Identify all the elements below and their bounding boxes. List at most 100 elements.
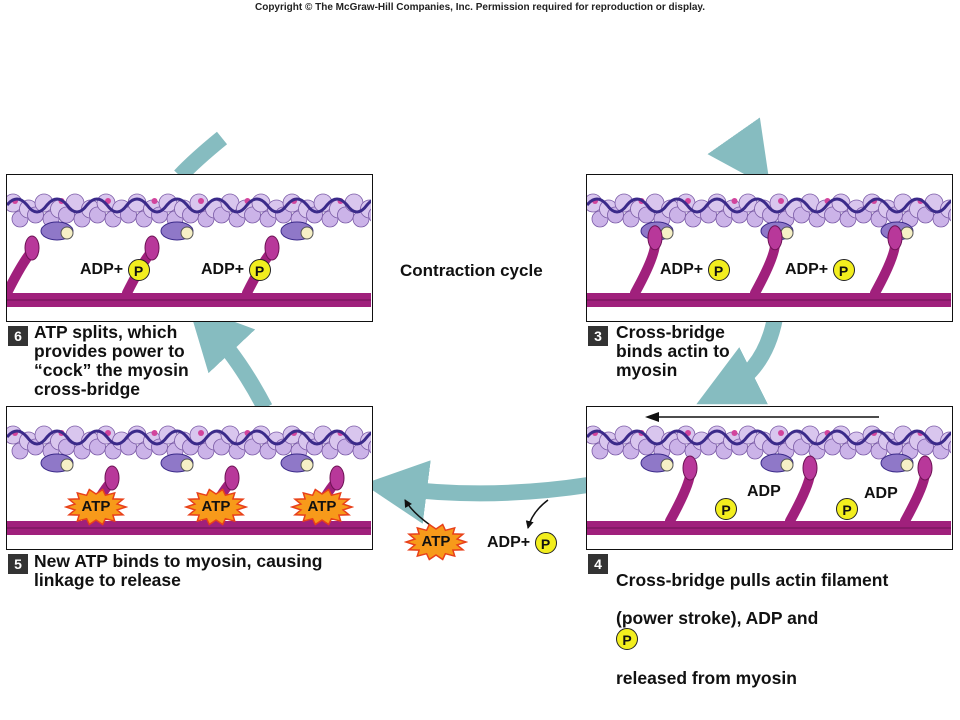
atp-starburst	[290, 488, 354, 526]
actin-bead	[368, 440, 371, 454]
calcium-ion	[900, 226, 914, 240]
step-4-line-3: released from myosin	[616, 668, 797, 688]
step-4-line-1: Cross-bridge pulls actin filament	[616, 570, 889, 590]
myosin-head	[647, 225, 663, 251]
cycle-arrow-left	[188, 304, 273, 412]
filament-art	[7, 193, 371, 307]
cycle-arrow-top-left	[174, 131, 228, 182]
actin-binding-site	[151, 430, 158, 436]
actin-binding-site	[731, 430, 738, 436]
panel-step-3	[586, 174, 953, 322]
step-number-3: 3	[588, 326, 608, 346]
myosin-head	[767, 225, 783, 251]
plus-label: +	[818, 261, 829, 279]
step-3-text: Cross-bridge binds actin to myosin	[616, 322, 730, 380]
actin-binding-site	[198, 198, 204, 204]
phosphate-icon: P	[707, 259, 730, 281]
calcium-ion	[900, 458, 914, 472]
myosin-head	[24, 235, 40, 261]
adp-label: ADP	[201, 261, 235, 279]
actin-binding-site	[198, 430, 204, 436]
adp-p-label-released: ADP+ P	[487, 532, 557, 554]
tropomyosin-strand	[587, 429, 951, 446]
atp-starburst	[184, 488, 248, 526]
phosphate-icon: P	[127, 259, 150, 281]
adp-release-arrow	[525, 499, 549, 529]
myosin-head	[802, 455, 818, 481]
actin-binding-site	[778, 198, 784, 204]
atp-label: ATP	[421, 533, 451, 550]
adp-label: ADP	[80, 261, 114, 279]
panel-step-5	[6, 406, 373, 550]
phosphate-icon: P	[534, 532, 557, 554]
tropomyosin-strand	[587, 197, 951, 214]
atp-label: ATP	[307, 498, 337, 515]
phosphate-4a: P	[715, 498, 737, 520]
myosin-head	[144, 235, 160, 261]
phosphate-icon: P	[715, 498, 737, 520]
step-number-6: 6	[8, 326, 28, 346]
atp-starburst	[64, 488, 128, 526]
cycle-arrow-right	[696, 316, 783, 405]
adp-label: ADP	[660, 261, 694, 279]
atp-burst-5a: ATP	[64, 487, 128, 527]
calcium-ion	[660, 226, 674, 240]
panel-step-4	[586, 406, 953, 550]
actin-binding-site	[731, 198, 738, 204]
myosin-head	[329, 465, 345, 491]
phosphate-icon: P	[832, 259, 855, 281]
adp-p-label-3b: ADP+ P	[785, 259, 855, 281]
calcium-ion	[300, 458, 314, 472]
tropomyosin-strand	[7, 429, 371, 446]
actin-bead	[368, 208, 371, 222]
calcium-ion	[180, 226, 194, 240]
center-title: Contraction cycle	[400, 261, 543, 280]
plus-label: +	[234, 261, 245, 279]
panel-step-6	[6, 174, 373, 322]
plus-label: +	[693, 261, 704, 279]
atp-label: ATP	[81, 498, 111, 515]
step-4-line-2: (power stroke), ADP and	[616, 608, 819, 628]
myosin-head	[224, 465, 240, 491]
phosphate-icon: P	[616, 628, 638, 650]
myosin-head	[264, 235, 280, 261]
atp-burst-5c: ATP	[290, 487, 354, 527]
atp-burst-shape	[404, 523, 468, 561]
myosin-head	[104, 465, 120, 491]
adp-p-label-3a: ADP+ P	[660, 259, 730, 281]
phosphate-icon: P	[248, 259, 271, 281]
step-6-text: ATP splits, which provides power to “coc…	[34, 322, 189, 399]
filament-art	[7, 425, 371, 535]
filament-art	[587, 412, 951, 535]
atp-label: ATP	[201, 498, 231, 515]
calcium-ion	[60, 226, 74, 240]
cycle-arrow-top-right	[707, 117, 771, 189]
calcium-ion	[780, 226, 794, 240]
adp-p-label-6a: ADP+ P	[80, 259, 150, 281]
phosphate-icon: P	[836, 498, 858, 520]
step-number-4: 4	[588, 554, 608, 574]
tropomyosin-strand	[7, 197, 371, 214]
actin-movement-arrowhead	[645, 412, 659, 422]
step-number-5: 5	[8, 554, 28, 574]
adp-label: ADP	[785, 261, 819, 279]
actin-binding-site	[778, 430, 784, 436]
filament-art	[587, 193, 951, 307]
calcium-ion	[660, 458, 674, 472]
calcium-ion	[300, 226, 314, 240]
adp-label: ADP	[487, 534, 521, 552]
myosin-head	[917, 455, 933, 481]
calcium-ion	[60, 458, 74, 472]
step-4-text: Cross-bridge pulls actin filament (power…	[616, 552, 888, 688]
adp-p-label-6b: ADP+ P	[201, 259, 271, 281]
atp-burst-shape	[184, 488, 248, 526]
actin-bead	[948, 208, 951, 222]
atp-burst-shape	[290, 488, 354, 526]
atp-burst-free: ATP	[404, 522, 468, 562]
atp-burst-5b: ATP	[184, 487, 248, 527]
atp-burst-shape	[64, 488, 128, 526]
cycle-arrow-bottom	[363, 460, 590, 524]
adp-label-4a: ADP	[747, 483, 781, 500]
